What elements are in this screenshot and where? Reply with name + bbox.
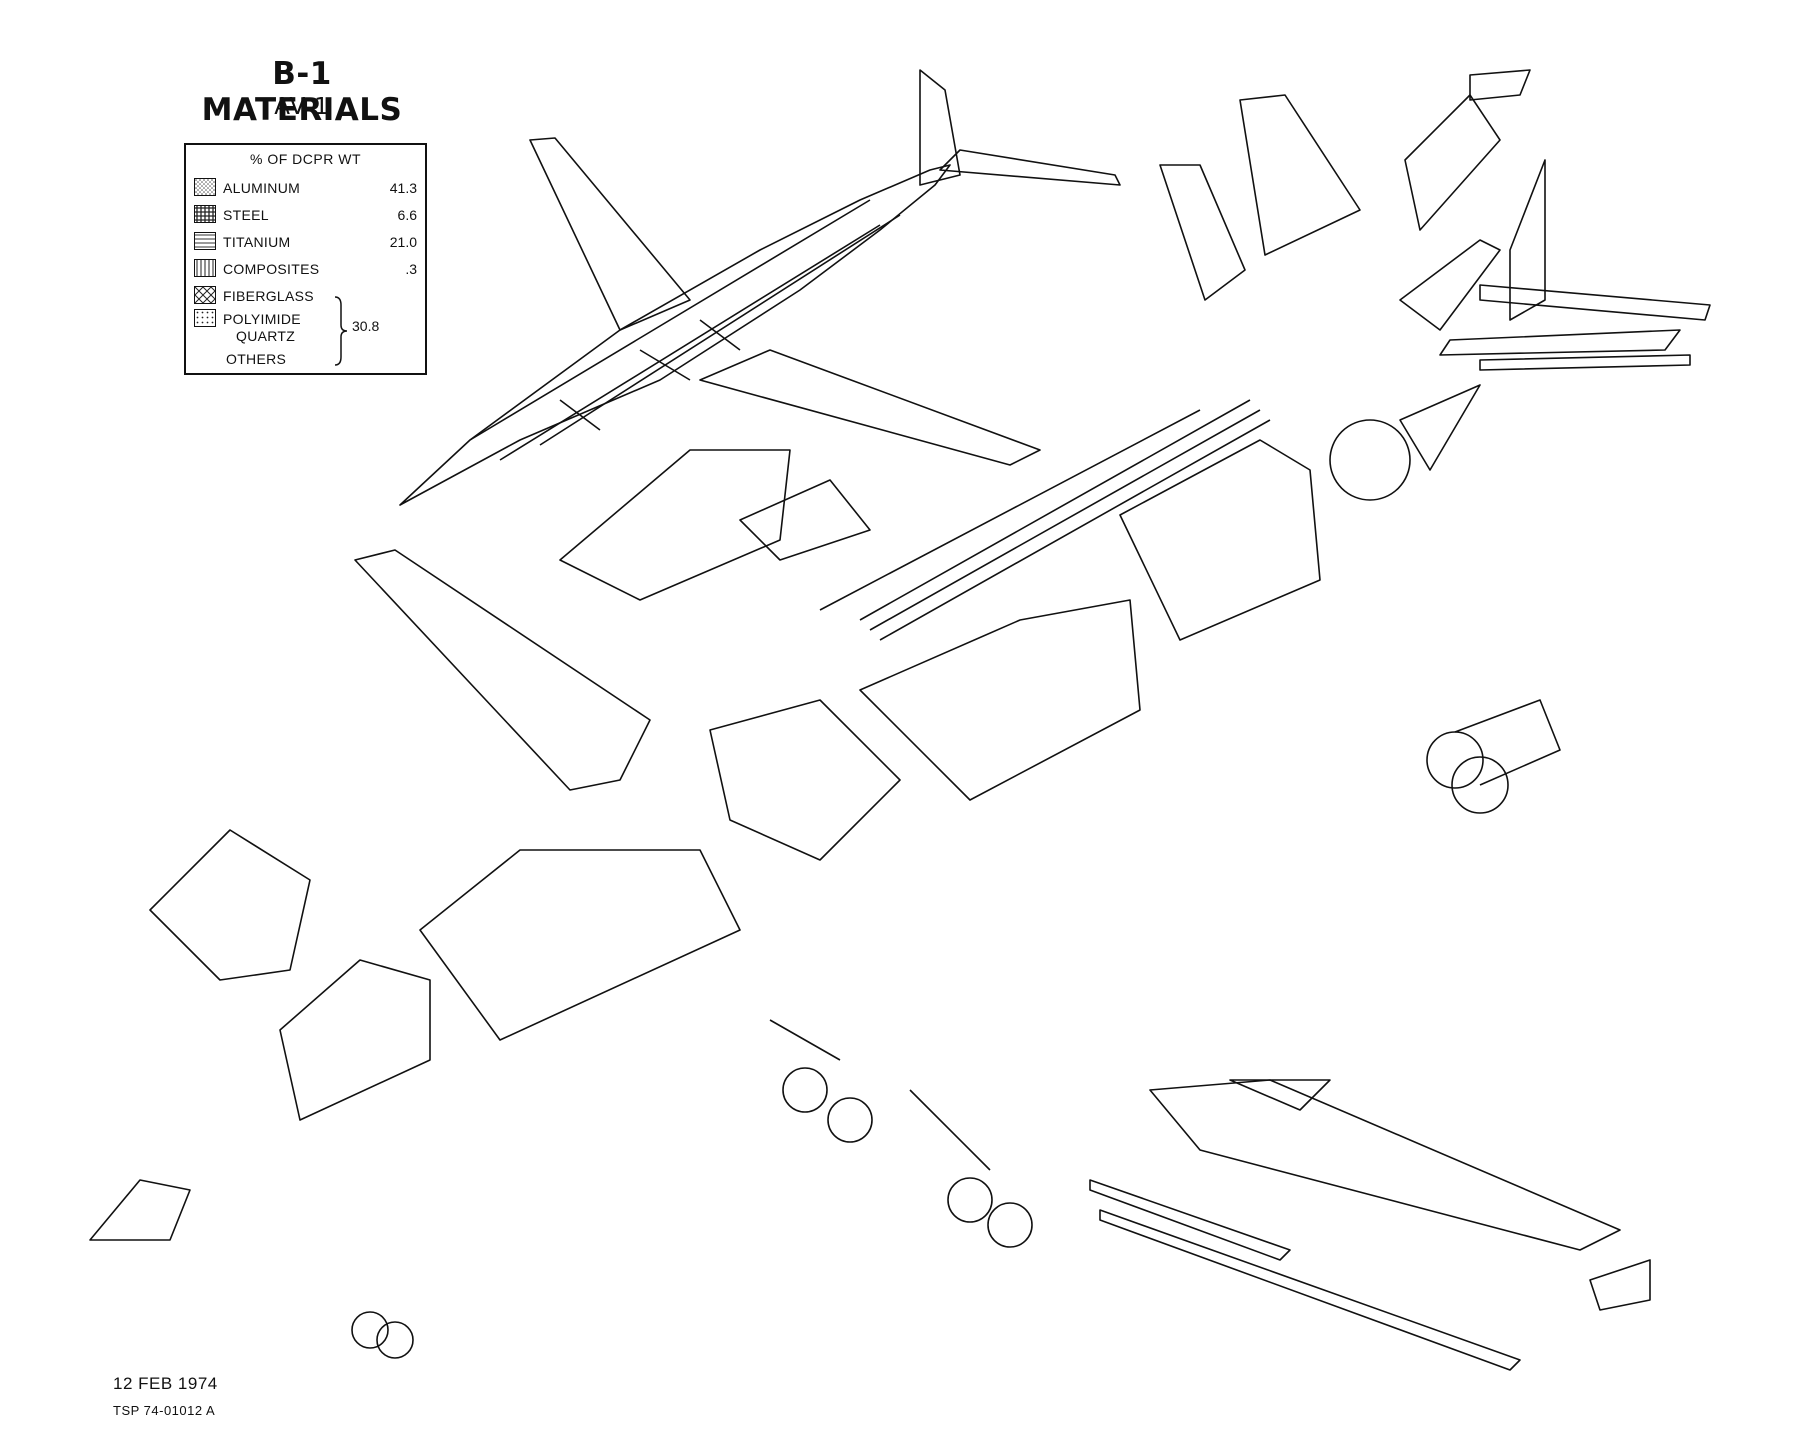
empennage-parts (1159, 69, 1711, 371)
polyimide-swatch (194, 309, 216, 327)
aluminum-swatch (194, 178, 216, 196)
legend-row-titanium: TITANIUM 21.0 (194, 231, 419, 253)
landing-gear (351, 1019, 1033, 1359)
materials-legend: % OF DCPR WT ALUMINUM 41.3 STEEL 6.6 TIT… (184, 143, 427, 375)
assembled-aircraft (399, 69, 1121, 506)
legend-label: OTHERS (226, 351, 287, 367)
legend-value: 6.6 (397, 207, 417, 223)
wing-parts (1089, 1079, 1651, 1371)
legend-label: QUARTZ (236, 328, 296, 344)
legend-label: TITANIUM (223, 234, 291, 250)
legend-label: STEEL (223, 207, 269, 223)
legend-value: .3 (405, 261, 417, 277)
legend-header: % OF DCPR WT (250, 151, 361, 167)
aft-fuselage-parts (739, 384, 1481, 801)
steel-swatch (194, 205, 216, 223)
forward-fuselage-parts (89, 449, 901, 1241)
legend-row-fiberglass: FIBERGLASS (194, 285, 419, 307)
legend-label: COMPOSITES (223, 261, 320, 277)
legend-row-others: OTHERS (194, 348, 419, 370)
longerons (819, 399, 1271, 641)
legend-group-value: 30.8 (352, 318, 380, 334)
document-number: TSP 74-01012 A (113, 1403, 216, 1418)
legend-row-steel: STEEL 6.6 (194, 204, 419, 226)
drawing-date: 12 FEB 1974 (113, 1374, 218, 1393)
diagram-subtitle: AV-1 (274, 94, 330, 120)
legend-value: 21.0 (389, 234, 417, 250)
composites-swatch (194, 259, 216, 277)
legend-row-quartz: QUARTZ (194, 325, 419, 347)
legend-label: ALUMINUM (223, 180, 301, 196)
engines (1426, 699, 1561, 814)
legend-row-composites: COMPOSITES .3 (194, 258, 419, 280)
titanium-swatch (194, 232, 216, 250)
diagram-title: B-1 MATERIALS (201, 56, 403, 128)
legend-label: POLYIMIDE (223, 311, 301, 327)
legend-value: 41.3 (389, 180, 417, 196)
fiberglass-swatch (194, 286, 216, 304)
legend-group-brace (334, 296, 348, 366)
legend-label: FIBERGLASS (223, 288, 314, 304)
legend-row-aluminum: ALUMINUM 41.3 (194, 177, 419, 199)
legend-row-polyimide: POLYIMIDE (194, 308, 419, 330)
